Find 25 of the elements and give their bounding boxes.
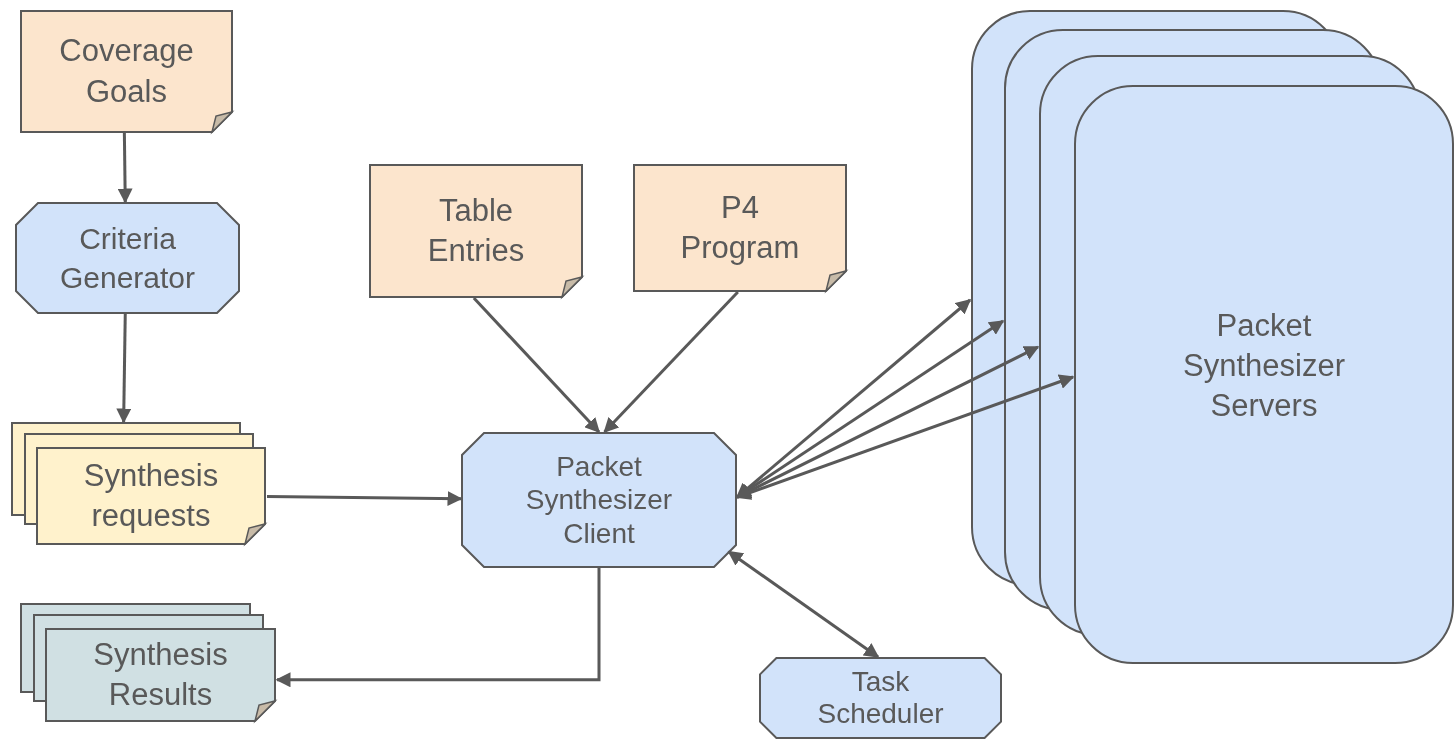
node-label: Criteria Generator (58, 221, 197, 296)
arrow (472, 296, 601, 434)
document-stack (20, 603, 277, 723)
document-note (633, 164, 847, 292)
server-stack (971, 10, 1455, 665)
arrow (275, 568, 601, 688)
document-stack (11, 422, 267, 546)
node-label: Synthesis Results (92, 635, 229, 714)
arrow (117, 132, 133, 204)
node-label: Packet Synthesizer Servers (1182, 306, 1346, 426)
process-box (759, 657, 1002, 739)
node-label: Synthesis requests (82, 456, 220, 535)
node-label: P4 Program (679, 188, 801, 267)
document-note (369, 164, 583, 298)
arrow (603, 290, 739, 434)
arrow (267, 491, 463, 506)
node-label: Packet Synthesizer Client (524, 449, 674, 551)
process-box (461, 432, 737, 568)
document-note (20, 10, 233, 133)
arrow (727, 550, 880, 659)
node-label: Task Scheduler (816, 665, 945, 731)
node-label: Coverage Goals (58, 32, 195, 111)
arrow (116, 313, 132, 424)
process-box (15, 202, 240, 314)
node-label: Table Entries (426, 191, 526, 270)
